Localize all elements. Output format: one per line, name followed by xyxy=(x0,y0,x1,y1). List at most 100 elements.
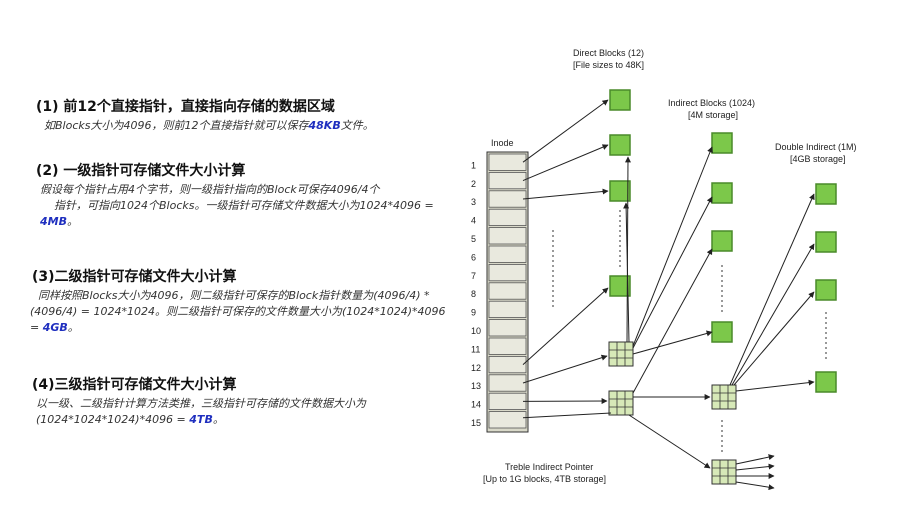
section-1-highlight: 48KB xyxy=(308,119,341,132)
inode-slot xyxy=(488,374,527,392)
pointer-grid2-b xyxy=(632,248,713,394)
pointer-direct-1 xyxy=(522,99,609,163)
indirect-blocks-label: Indirect Blocks (1024) xyxy=(668,98,755,108)
section-1-title: (1) 前12个直接指针，直接指向存储的数据区域 xyxy=(36,99,335,115)
section-4-tail: 。 xyxy=(212,413,224,426)
pointer-grid1-c xyxy=(632,146,713,347)
section-1-line-1: 如Blocks大小为4096，则前12个直接指针就可以保存 xyxy=(44,119,309,132)
pointer-direct-12 xyxy=(522,287,609,365)
pointer-direct-3 xyxy=(522,188,609,200)
double-indirect-data-block xyxy=(815,371,837,393)
section-3-line-1: 同样按照Blocks大小为4096，则二级指针可保存的Block指针数量为(40… xyxy=(38,289,430,302)
indirect-block xyxy=(711,132,733,154)
pointer-grid3-c xyxy=(733,291,815,386)
pointer-grid3-a xyxy=(729,193,815,386)
double-indirect-label: Double Indirect (1M) xyxy=(775,142,857,152)
indirect-blocks-sublabel: [4M storage] xyxy=(688,110,738,120)
double-indirect-block xyxy=(608,390,634,416)
inode-slot-number: 4 xyxy=(471,216,476,226)
pointer-grid1-d xyxy=(632,196,713,349)
inode-slot xyxy=(488,227,527,245)
inode-slot-number: 10 xyxy=(471,326,481,336)
inode-slot-number: 9 xyxy=(471,308,476,318)
double-indirect-data-block xyxy=(815,279,837,301)
direct-block xyxy=(609,134,631,156)
section-3-line-2: (4096/4) = 1024*1024。则二级指针可保存的文件数量大小为(10… xyxy=(30,305,446,318)
explanation-panel: (1) 前12个直接指针，直接指向存储的数据区域 如Blocks大小为4096，… xyxy=(30,99,466,428)
section-2-line-1: 假设每个指针占用4个字节，则一级指针指向的Block可保存4096/4个 xyxy=(40,183,380,196)
direct-block xyxy=(609,89,631,111)
section-4-title: (4)三级指针可存储文件大小计算 xyxy=(32,377,237,393)
double-indirect-second-level xyxy=(711,384,737,410)
inode-slot-number: 13 xyxy=(471,381,481,391)
section-4-line-2: (1024*1024*1024)*4096 = xyxy=(36,413,186,426)
direct-blocks-label: Direct Blocks (12) xyxy=(573,48,644,58)
section-2-line-2: 指针，可指向1024个Blocks。一级指针可存储文件数据大小为1024*409… xyxy=(54,199,434,212)
indirect-block xyxy=(711,182,733,204)
inode-slot xyxy=(488,208,527,226)
pointer-single-indirect xyxy=(522,354,608,384)
treble-indirect-sublabel: [Up to 1G blocks, 4TB storage] xyxy=(483,474,606,484)
pointer-treble-a xyxy=(522,412,612,419)
section-2-highlight: 4MB xyxy=(40,215,67,228)
direct-block xyxy=(609,180,631,202)
pointer-grid3-d xyxy=(735,379,815,392)
inode-slot xyxy=(488,355,527,374)
section-4-highlight: 4TB xyxy=(189,413,213,426)
double-indirect-sublabel: [4GB storage] xyxy=(790,154,846,164)
section-2-title: (2) 一级指针可存储文件大小计算 xyxy=(36,163,246,179)
section-1-tail: 文件。 xyxy=(340,119,374,132)
pointer-direct-2 xyxy=(522,144,609,182)
direct-blocks-sublabel: [File sizes to 48K] xyxy=(573,60,644,70)
inode-slot xyxy=(488,282,527,300)
indirect-block xyxy=(711,321,733,343)
section-3-body: 同样按照Blocks大小为4096，则二级指针可保存的Block指针数量为(40… xyxy=(30,288,460,336)
inode-slot xyxy=(488,319,527,337)
inode-slot-number: 1 xyxy=(471,160,476,170)
inode-slot xyxy=(488,300,527,319)
inode-slot-number: 12 xyxy=(471,363,481,373)
direct-block xyxy=(609,275,631,297)
section-2-body: 假设每个指针占用4个字节，则一级指针指向的Block可保存4096/4个 指针，… xyxy=(40,182,460,230)
inode-slot-number: 11 xyxy=(471,344,480,354)
pointer-treble-out-2 xyxy=(735,463,775,471)
section-3-highlight-prefix: = xyxy=(30,321,43,334)
inode-slot xyxy=(488,263,527,282)
inode-slot-number: 5 xyxy=(471,234,476,244)
inode-slot xyxy=(488,337,527,355)
pointer-grid1-e xyxy=(632,330,713,355)
inode-slot xyxy=(488,392,527,411)
pointer-treble-out-1 xyxy=(735,454,775,465)
inode-slot xyxy=(488,190,527,208)
inode-slot xyxy=(488,245,527,263)
pointer-grid3-b xyxy=(731,243,815,386)
inode-slot-number: 15 xyxy=(471,418,481,428)
pointer-grid1-b xyxy=(623,202,630,343)
single-indirect-block xyxy=(608,341,634,367)
treble-indirect-label: Treble Indirect Pointer xyxy=(505,462,593,472)
section-1-body: 如Blocks大小为4096，则前12个直接指针就可以保存48KB文件。 xyxy=(44,118,374,134)
inode-slot-number: 6 xyxy=(471,252,476,262)
double-indirect-data-block xyxy=(815,231,837,253)
section-2-tail: 。 xyxy=(66,215,78,228)
inode-slot-number: 2 xyxy=(471,179,476,189)
inode-slot xyxy=(488,153,527,171)
section-3-tail: 。 xyxy=(67,321,79,334)
inode-slot-number: 3 xyxy=(471,197,476,207)
section-3-highlight: 4GB xyxy=(42,321,68,334)
inode-slot xyxy=(488,411,527,429)
inode-slot-number: 7 xyxy=(471,271,476,281)
section-3-title: (3)二级指针可存储文件大小计算 xyxy=(32,269,237,285)
inode-slot-number: 14 xyxy=(471,400,481,410)
inode-label: Inode xyxy=(491,138,514,148)
pointer-treble-out-4 xyxy=(735,481,775,491)
treble-indirect-block xyxy=(711,459,737,485)
pointer-treble-b xyxy=(628,414,711,469)
double-indirect-data-block xyxy=(815,183,837,205)
section-4-body: 以一级、二级指针计算方法类推，三级指针可存储的文件数据大小为 (1024*102… xyxy=(36,396,466,428)
inode-slot-number: 8 xyxy=(471,289,476,299)
section-4-line-1: 以一级、二级指针计算方法类推，三级指针可存储的文件数据大小为 xyxy=(36,397,366,410)
indirect-block xyxy=(711,230,733,252)
inode-slot xyxy=(488,171,527,190)
